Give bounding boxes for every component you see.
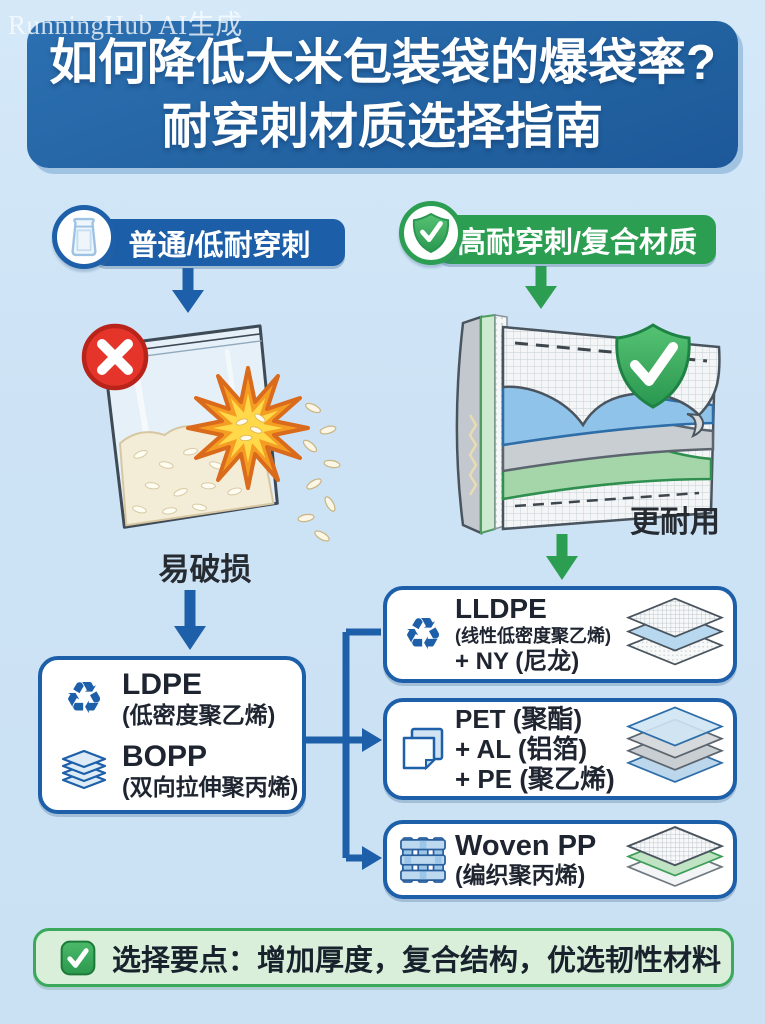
option-line: (线性低密度聚乙烯) <box>455 625 611 646</box>
bag-gusset <box>455 313 508 535</box>
branch-connector <box>306 628 382 870</box>
option-line: Woven PP <box>455 829 597 862</box>
page-title-line-1: 如何降低大米包装袋的爆袋率? <box>49 35 716 90</box>
shield-check-icon <box>615 323 691 409</box>
composite-layers-illustration <box>455 313 721 535</box>
material-row-bopp: BOPP (双向拉伸聚丙烯) <box>58 741 298 801</box>
ldpe-bopp-box: ♻ LDPE (低密度聚乙烯) BOPP (双向 <box>38 656 306 814</box>
left-badge-circle <box>52 205 116 269</box>
right-badge-label: 高耐穿刺/复合材质 <box>456 226 698 259</box>
option-woven-pp-box: Woven PP (编织聚丙烯) <box>383 820 737 899</box>
right-badge: 高耐穿刺/复合材质 <box>438 215 716 264</box>
durable-caption: 更耐用 <box>630 506 720 539</box>
bursting-bag-illustration <box>81 323 341 542</box>
right-badge-circle <box>399 201 463 265</box>
arrow-down-durable <box>546 534 578 580</box>
material-name: LDPE <box>122 668 203 701</box>
option-line: + NY (尼龙) <box>455 647 580 675</box>
woven-layer-stack-icon <box>623 825 727 895</box>
material-desc: (双向拉伸聚丙烯) <box>122 774 299 800</box>
film-sheets-icon <box>399 727 447 771</box>
cross-icon <box>81 323 149 391</box>
shield-check-icon <box>412 212 450 254</box>
material-row-ldpe: ♻ LDPE (低密度聚乙烯) <box>58 669 290 729</box>
burst-icon <box>186 366 310 490</box>
recycle-icon: ♻ <box>64 673 104 724</box>
pet-layer-stack-icon <box>623 705 727 793</box>
arrow-down-left-badge <box>172 268 204 313</box>
recycle-icon: ♻ <box>403 608 443 660</box>
page-title-line-2: 耐穿刺材质选择指南 <box>161 99 603 154</box>
arrow-down-fragile <box>174 590 206 650</box>
layers-icon <box>58 750 110 792</box>
material-name: BOPP <box>122 740 208 773</box>
left-badge: 普通/低耐穿刺 <box>94 219 345 266</box>
watermark: RunningHub AI生成 <box>8 10 243 40</box>
check-icon <box>60 940 96 975</box>
option-line: (编织聚丙烯) <box>455 861 586 888</box>
spilled-rice-grains <box>297 402 341 542</box>
woven-icon <box>399 836 447 883</box>
material-desc: (低密度聚乙烯) <box>122 702 276 728</box>
arrow-down-right-badge <box>525 266 557 309</box>
footer-tip-banner: 选择要点：增加厚度，复合结构，优选韧性材料 <box>33 928 734 987</box>
fragile-caption: 易破损 <box>158 552 252 587</box>
option-pet-al-pe-box: PET (聚酯) + AL (铝箔) + PE (聚乙烯) <box>383 698 737 800</box>
option-line: LLDPE <box>455 592 547 624</box>
option-line: + PE (聚乙烯) <box>455 764 615 794</box>
option-line: + AL (铝箔) <box>455 734 588 764</box>
lldpe-layer-stack-icon <box>623 594 727 676</box>
option-lldpe-ny-box: ♻ LLDPE (线性低密度聚乙烯) + NY (尼龙) <box>383 586 737 683</box>
option-line: PET (聚酯) <box>455 704 583 734</box>
left-badge-label: 普通/低耐穿刺 <box>128 229 311 262</box>
title-banner: 如何降低大米包装袋的爆袋率? 耐穿刺材质选择指南 <box>27 21 738 168</box>
plastic-bag-icon <box>71 217 97 257</box>
footer-tip-text: 选择要点：增加厚度，复合结构，优选韧性材料 <box>111 944 721 977</box>
